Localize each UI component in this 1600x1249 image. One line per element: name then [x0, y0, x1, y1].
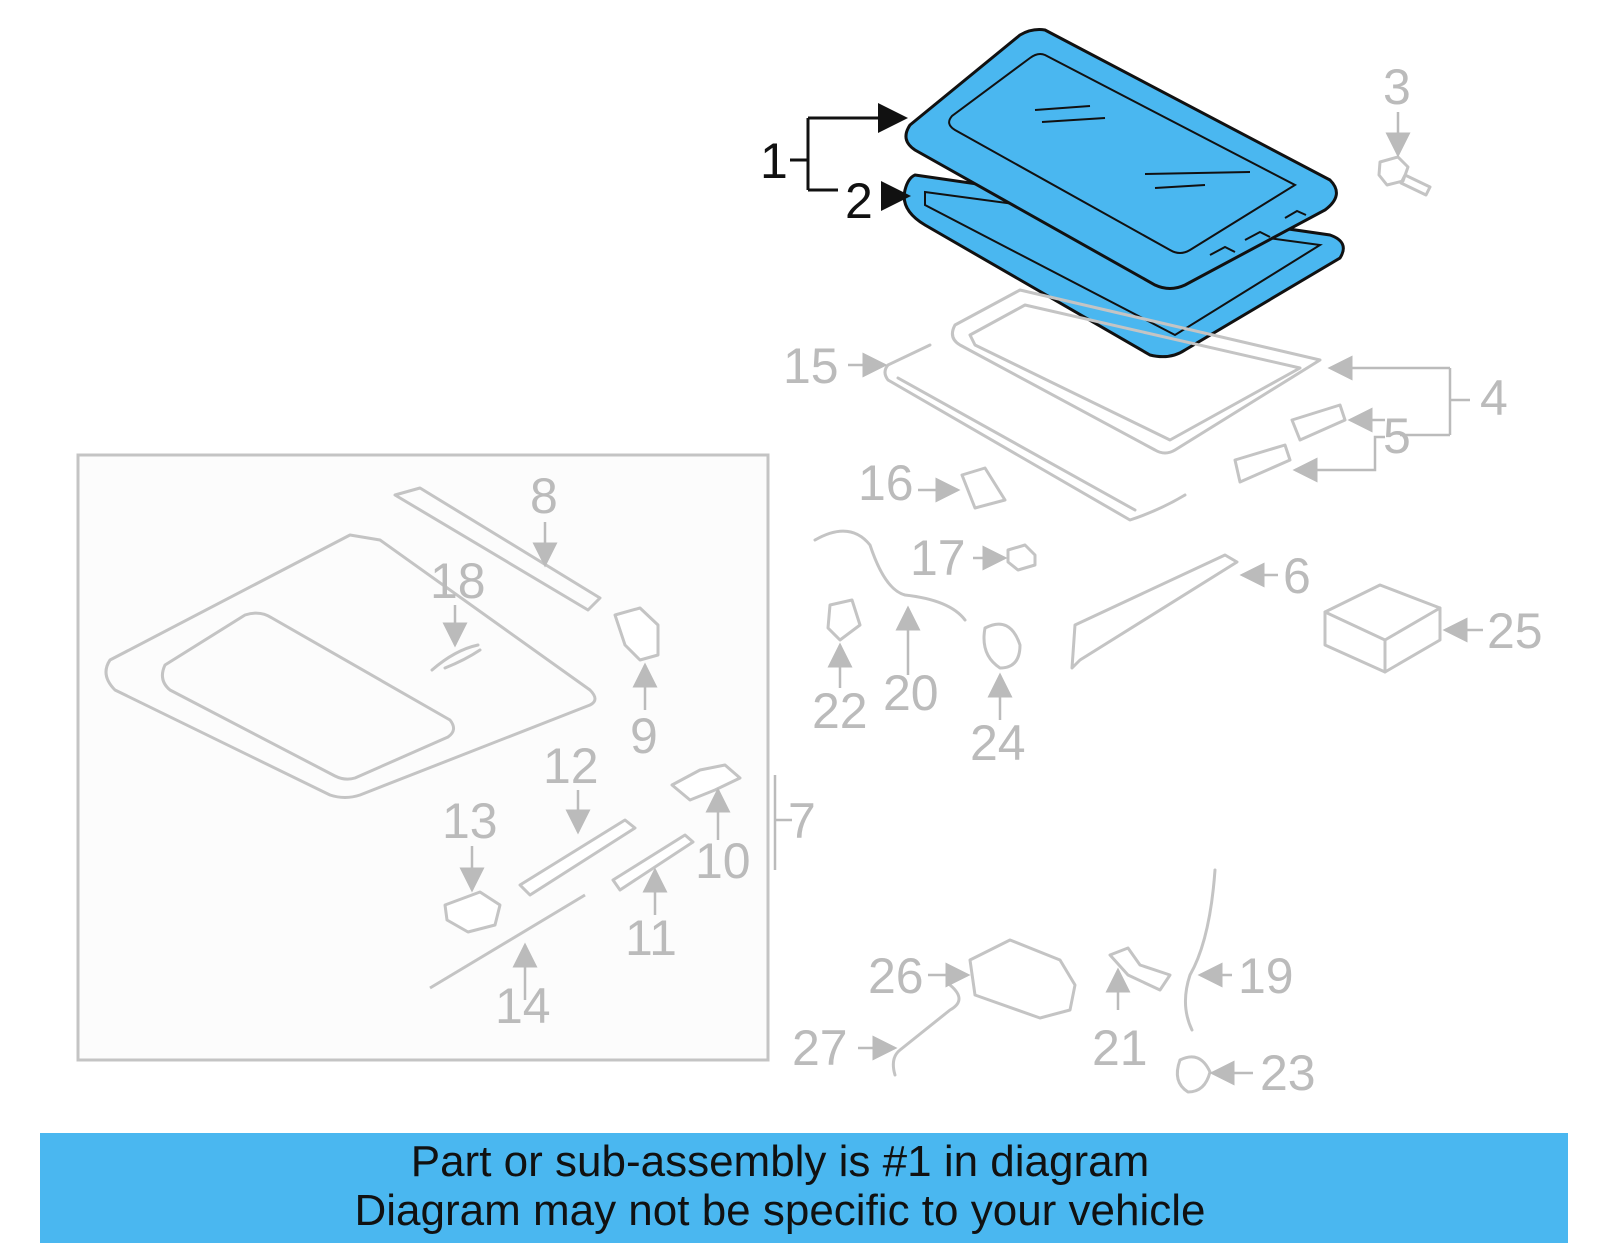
grommet-part-24	[982, 622, 1022, 670]
callout-19: 19	[1238, 948, 1294, 1004]
callout-15: 15	[783, 338, 839, 394]
callout-12: 12	[543, 738, 599, 794]
banner-disclaimer: Diagram may not be specific to your vehi…	[354, 1186, 1206, 1235]
sunroof-frame-part-4	[950, 288, 1322, 455]
callout-24: 24	[970, 715, 1026, 771]
callout-23: 23	[1260, 1045, 1316, 1101]
sub-assembly-box	[76, 453, 770, 1062]
callout-16: 16	[858, 455, 914, 511]
cap-part-17	[1006, 543, 1037, 572]
callout-9: 9	[630, 708, 658, 764]
callout-17: 17	[910, 530, 966, 586]
info-banner: Part or sub-assembly is #1 in diagram Di…	[40, 1133, 1568, 1243]
cable-part-14	[429, 893, 586, 990]
callout-4: 4	[1480, 370, 1508, 426]
wire-part-18	[430, 643, 482, 672]
callout-5: 5	[1383, 408, 1411, 464]
callout-7: 7	[788, 793, 816, 849]
wind-deflector-part-6	[1070, 553, 1239, 670]
callout-3: 3	[1383, 59, 1411, 115]
glass-pane-inner	[948, 53, 1298, 254]
callout-6: 6	[1283, 548, 1311, 604]
motor-part-26	[968, 938, 1077, 1020]
callout-11: 11	[625, 910, 677, 966]
callout-27: 27	[792, 1020, 848, 1076]
sunroof-parts-diagram: 1 2 3 4 5 6 7 8 9 10 11 12 13 14 15 16 1…	[76, 28, 1543, 1101]
callout-21: 21	[1092, 1020, 1148, 1076]
drain-trough-part-15	[883, 343, 1187, 522]
link-part-10	[670, 763, 742, 802]
glass-reflection-line	[1034, 105, 1091, 111]
callout-10: 10	[695, 833, 751, 889]
clip-part-16	[960, 466, 1007, 510]
leader-1-bracket	[790, 118, 905, 190]
glass-reflection-line	[1041, 117, 1106, 123]
callout-26: 26	[868, 948, 924, 1004]
glass-edge-clip	[1209, 209, 1307, 256]
callout-20: 20	[883, 665, 939, 721]
guide-rail-part-8	[393, 486, 602, 612]
callout-8: 8	[530, 468, 558, 524]
leader-7	[773, 775, 792, 870]
frame-inner-edge	[968, 303, 1302, 442]
callout-13: 13	[442, 793, 498, 849]
control-module-part-25	[1323, 583, 1442, 674]
bracket-part-5b	[1233, 443, 1292, 484]
leader-4	[1330, 368, 1470, 435]
bracket-part-5a	[1290, 403, 1347, 442]
sunroof-housing	[104, 533, 597, 799]
module-top-edge	[1323, 606, 1442, 674]
slider-part-11	[611, 833, 695, 892]
callout-18: 18	[430, 553, 486, 609]
callout-25: 25	[1487, 603, 1543, 659]
banner-part-note: Part or sub-assembly is #1 in diagram	[410, 1137, 1150, 1186]
glass-reflection-line	[1154, 184, 1206, 189]
bolt-part-3	[1377, 155, 1432, 197]
tube-part-19	[1184, 868, 1217, 1032]
callout-22: 22	[812, 683, 868, 739]
grommet-part-23	[1175, 1055, 1212, 1094]
rail-part-12	[518, 818, 637, 897]
clip-part-22	[826, 598, 862, 642]
glass-reflection-line	[1144, 171, 1251, 175]
bracket-part-27	[891, 983, 961, 1077]
callout-1: 1	[760, 133, 788, 189]
leader-5b	[1292, 435, 1385, 483]
callout-2: 2	[845, 173, 873, 229]
drain-hose-part-20	[813, 529, 967, 622]
block-part-9	[613, 606, 660, 662]
callout-14: 14	[495, 978, 551, 1034]
housing-opening	[160, 611, 455, 781]
